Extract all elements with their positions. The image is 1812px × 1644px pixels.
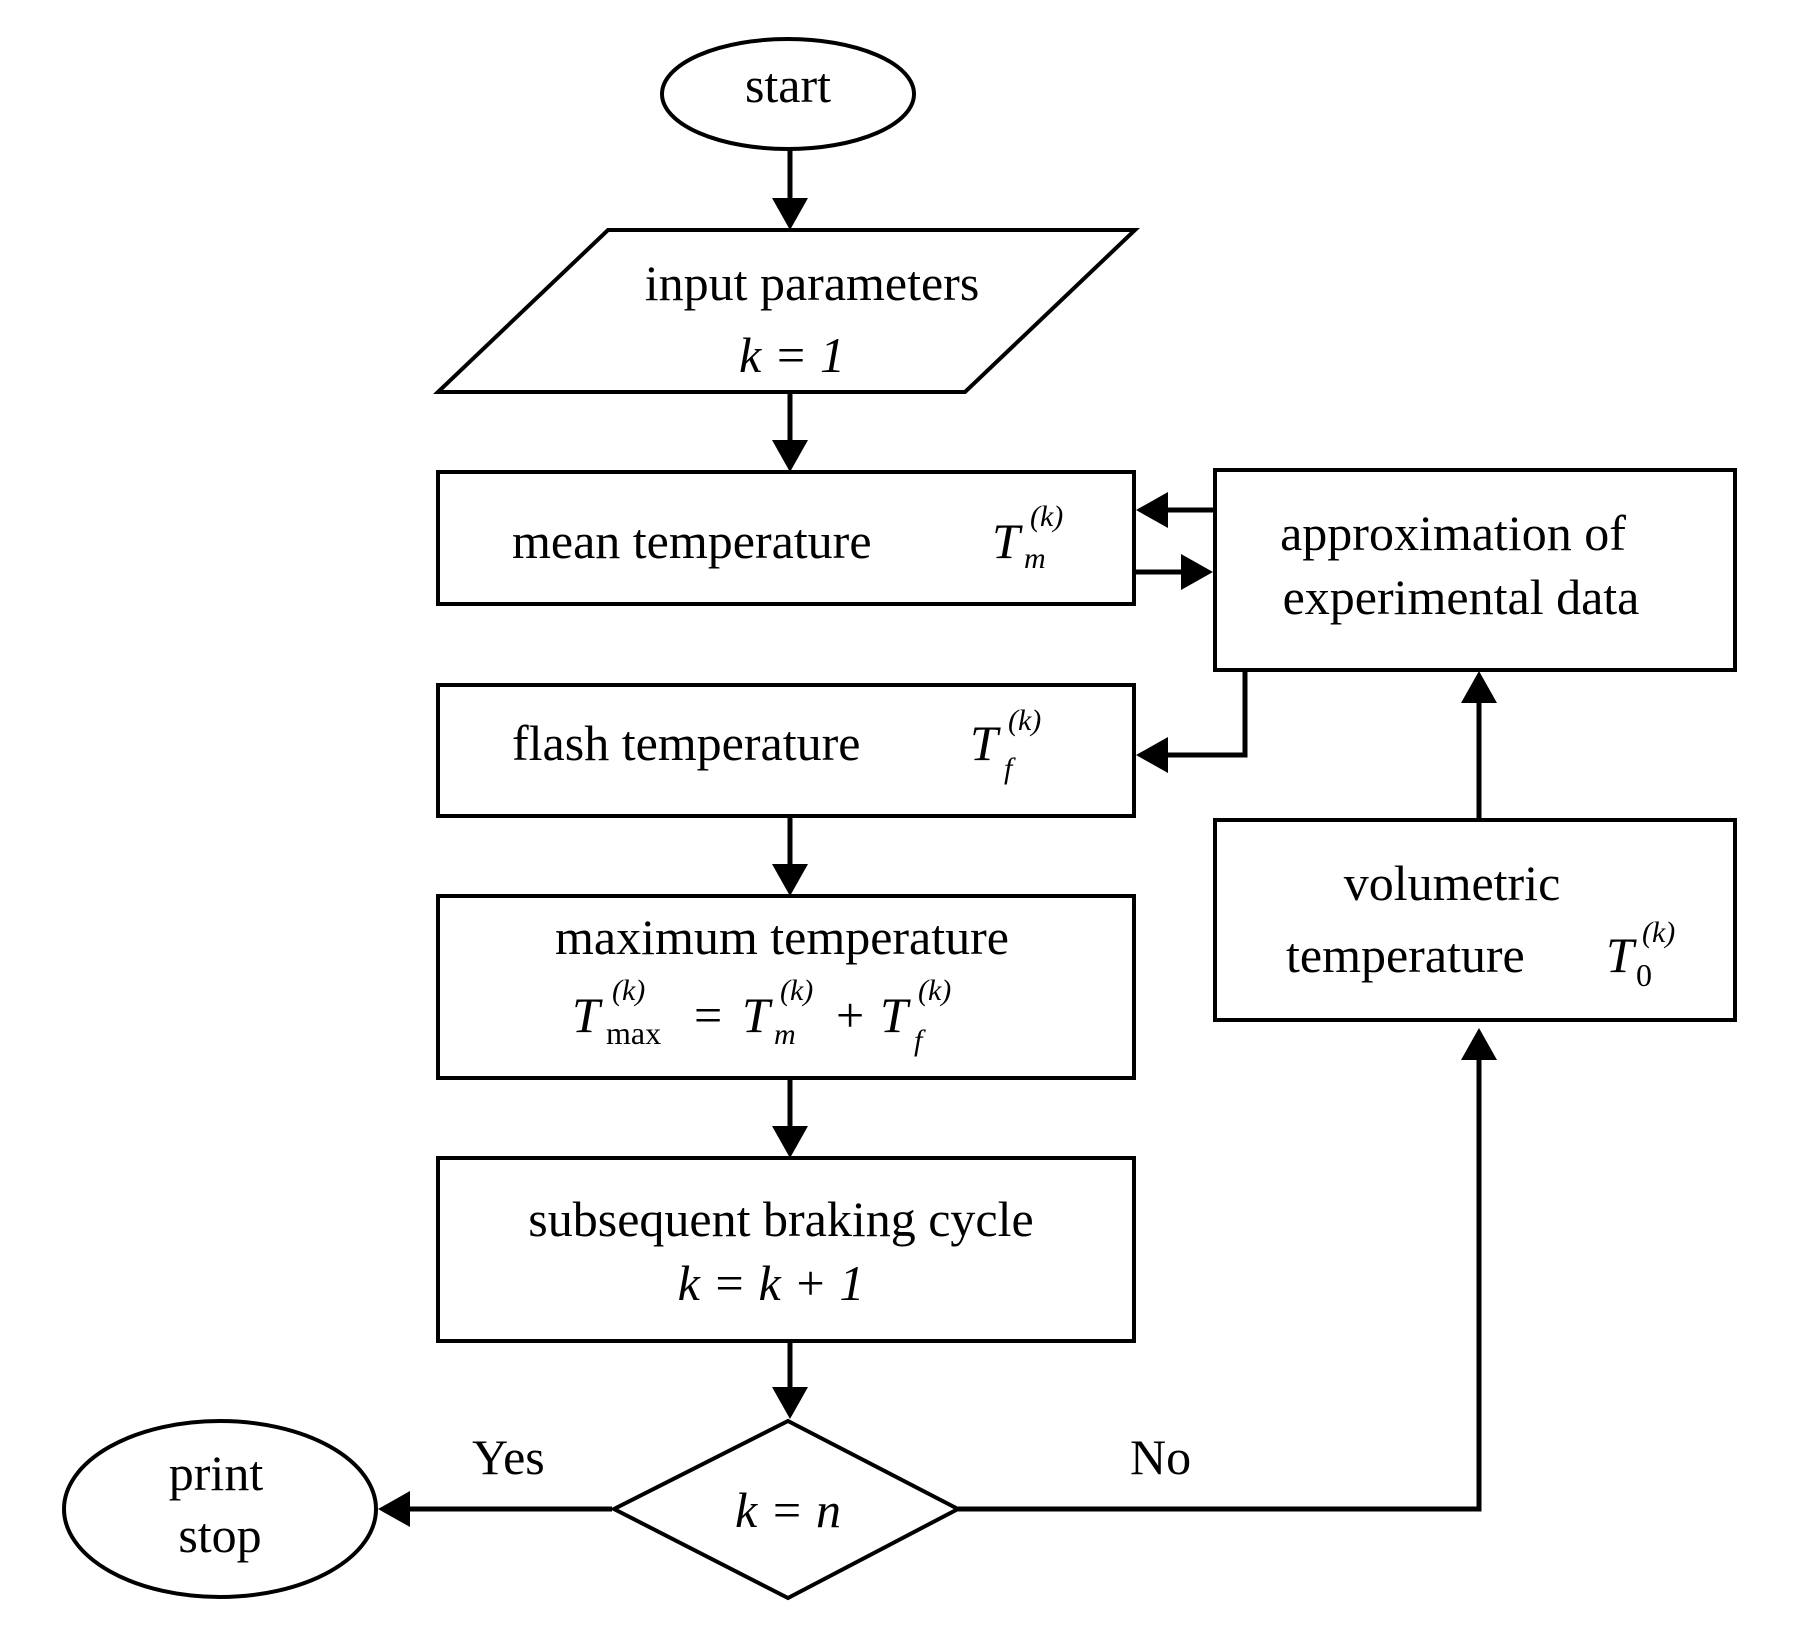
subsequent-label: subsequent braking cycle	[528, 1191, 1033, 1247]
arrowhead-right	[1181, 554, 1213, 590]
print-stop-node: print stop	[62, 1419, 378, 1599]
approximation-box	[1213, 468, 1737, 672]
flash-temperature-box	[436, 683, 1136, 818]
input-parallelogram	[433, 228, 1140, 394]
arrowhead-down	[772, 440, 808, 472]
subsequent-cycle-box	[436, 1156, 1136, 1343]
decision-node: k = n	[609, 1418, 963, 1601]
volumetric-line2: temperature	[1286, 927, 1525, 983]
yes-label: Yes	[472, 1429, 545, 1485]
subsequent-cycle-node: subsequent braking cycle k = k + 1	[436, 1156, 1136, 1343]
maximum-temperature-node: maximum temperature T max (k) = T m (k) …	[436, 894, 1136, 1080]
maximum-lhs-subscript: max	[606, 1015, 661, 1051]
print-stop-terminator	[62, 1419, 378, 1599]
approximation-line1: approximation of	[1280, 505, 1626, 561]
maximum-term1-superscript: (k)	[780, 974, 813, 1007]
input-parameters-node: input parameters k = 1	[433, 228, 1140, 394]
arrow-approximation-to-flash	[1168, 670, 1248, 758]
maximum-plus: +	[836, 987, 864, 1043]
decision-formula: k = n	[735, 1482, 841, 1538]
maximum-lhs-superscript: (k)	[612, 974, 645, 1007]
input-label: input parameters	[645, 255, 980, 311]
stop-label: stop	[178, 1507, 261, 1563]
arrowhead-left	[1136, 737, 1168, 773]
volumetric-line1: volumetric	[1344, 855, 1561, 911]
decision-diamond	[609, 1418, 963, 1601]
volumetric-temperature-box	[1213, 818, 1737, 1022]
arrowhead-down	[772, 1126, 808, 1158]
maximum-equals: =	[694, 987, 722, 1043]
flash-superscript: (k)	[1008, 704, 1041, 737]
maximum-temperature-box	[436, 894, 1136, 1080]
volumetric-superscript: (k)	[1642, 916, 1675, 949]
arrowhead-down	[772, 864, 808, 896]
mean-subscript: m	[1024, 542, 1046, 575]
arrowhead-left	[378, 1491, 410, 1527]
arrow-decision-to-volumetric	[958, 1060, 1482, 1512]
arrowhead-down	[772, 1387, 808, 1419]
start-node: start	[660, 37, 916, 151]
volumetric-symbol: T	[1606, 927, 1637, 983]
volumetric-subscript: 0	[1636, 957, 1652, 993]
maximum-lhs-symbol: T	[572, 987, 603, 1043]
maximum-term2-superscript: (k)	[918, 974, 951, 1007]
maximum-term1-symbol: T	[742, 987, 773, 1043]
mean-superscript: (k)	[1030, 500, 1063, 533]
mean-temperature-box	[436, 470, 1136, 606]
flash-symbol: T	[970, 715, 1001, 771]
maximum-term1-subscript: m	[774, 1018, 796, 1051]
input-formula: k = 1	[739, 327, 845, 383]
connectors	[378, 150, 1497, 1527]
start-label: start	[745, 57, 831, 113]
mean-temperature-node: mean temperature T m (k)	[436, 470, 1136, 606]
arrowhead-left	[1136, 492, 1168, 528]
mean-symbol: T	[992, 513, 1023, 569]
subsequent-formula: k = k + 1	[678, 1255, 865, 1311]
flash-label: flash temperature	[512, 715, 860, 771]
start-terminator	[660, 37, 916, 151]
approximation-line2: experimental data	[1283, 569, 1640, 625]
mean-label: mean temperature	[512, 513, 872, 569]
maximum-term2-symbol: T	[880, 987, 911, 1043]
no-label: No	[1130, 1429, 1191, 1485]
maximum-label: maximum temperature	[555, 909, 1009, 965]
flash-temperature-node: flash temperature T f (k)	[436, 683, 1136, 818]
arrowhead-up	[1461, 1028, 1497, 1060]
print-label: print	[169, 1445, 264, 1501]
approximation-node: approximation of experimental data	[1213, 468, 1737, 672]
volumetric-temperature-node: volumetric temperature T 0 (k)	[1213, 818, 1737, 1022]
arrowhead-up	[1461, 671, 1497, 703]
arrowhead-down	[772, 198, 808, 230]
